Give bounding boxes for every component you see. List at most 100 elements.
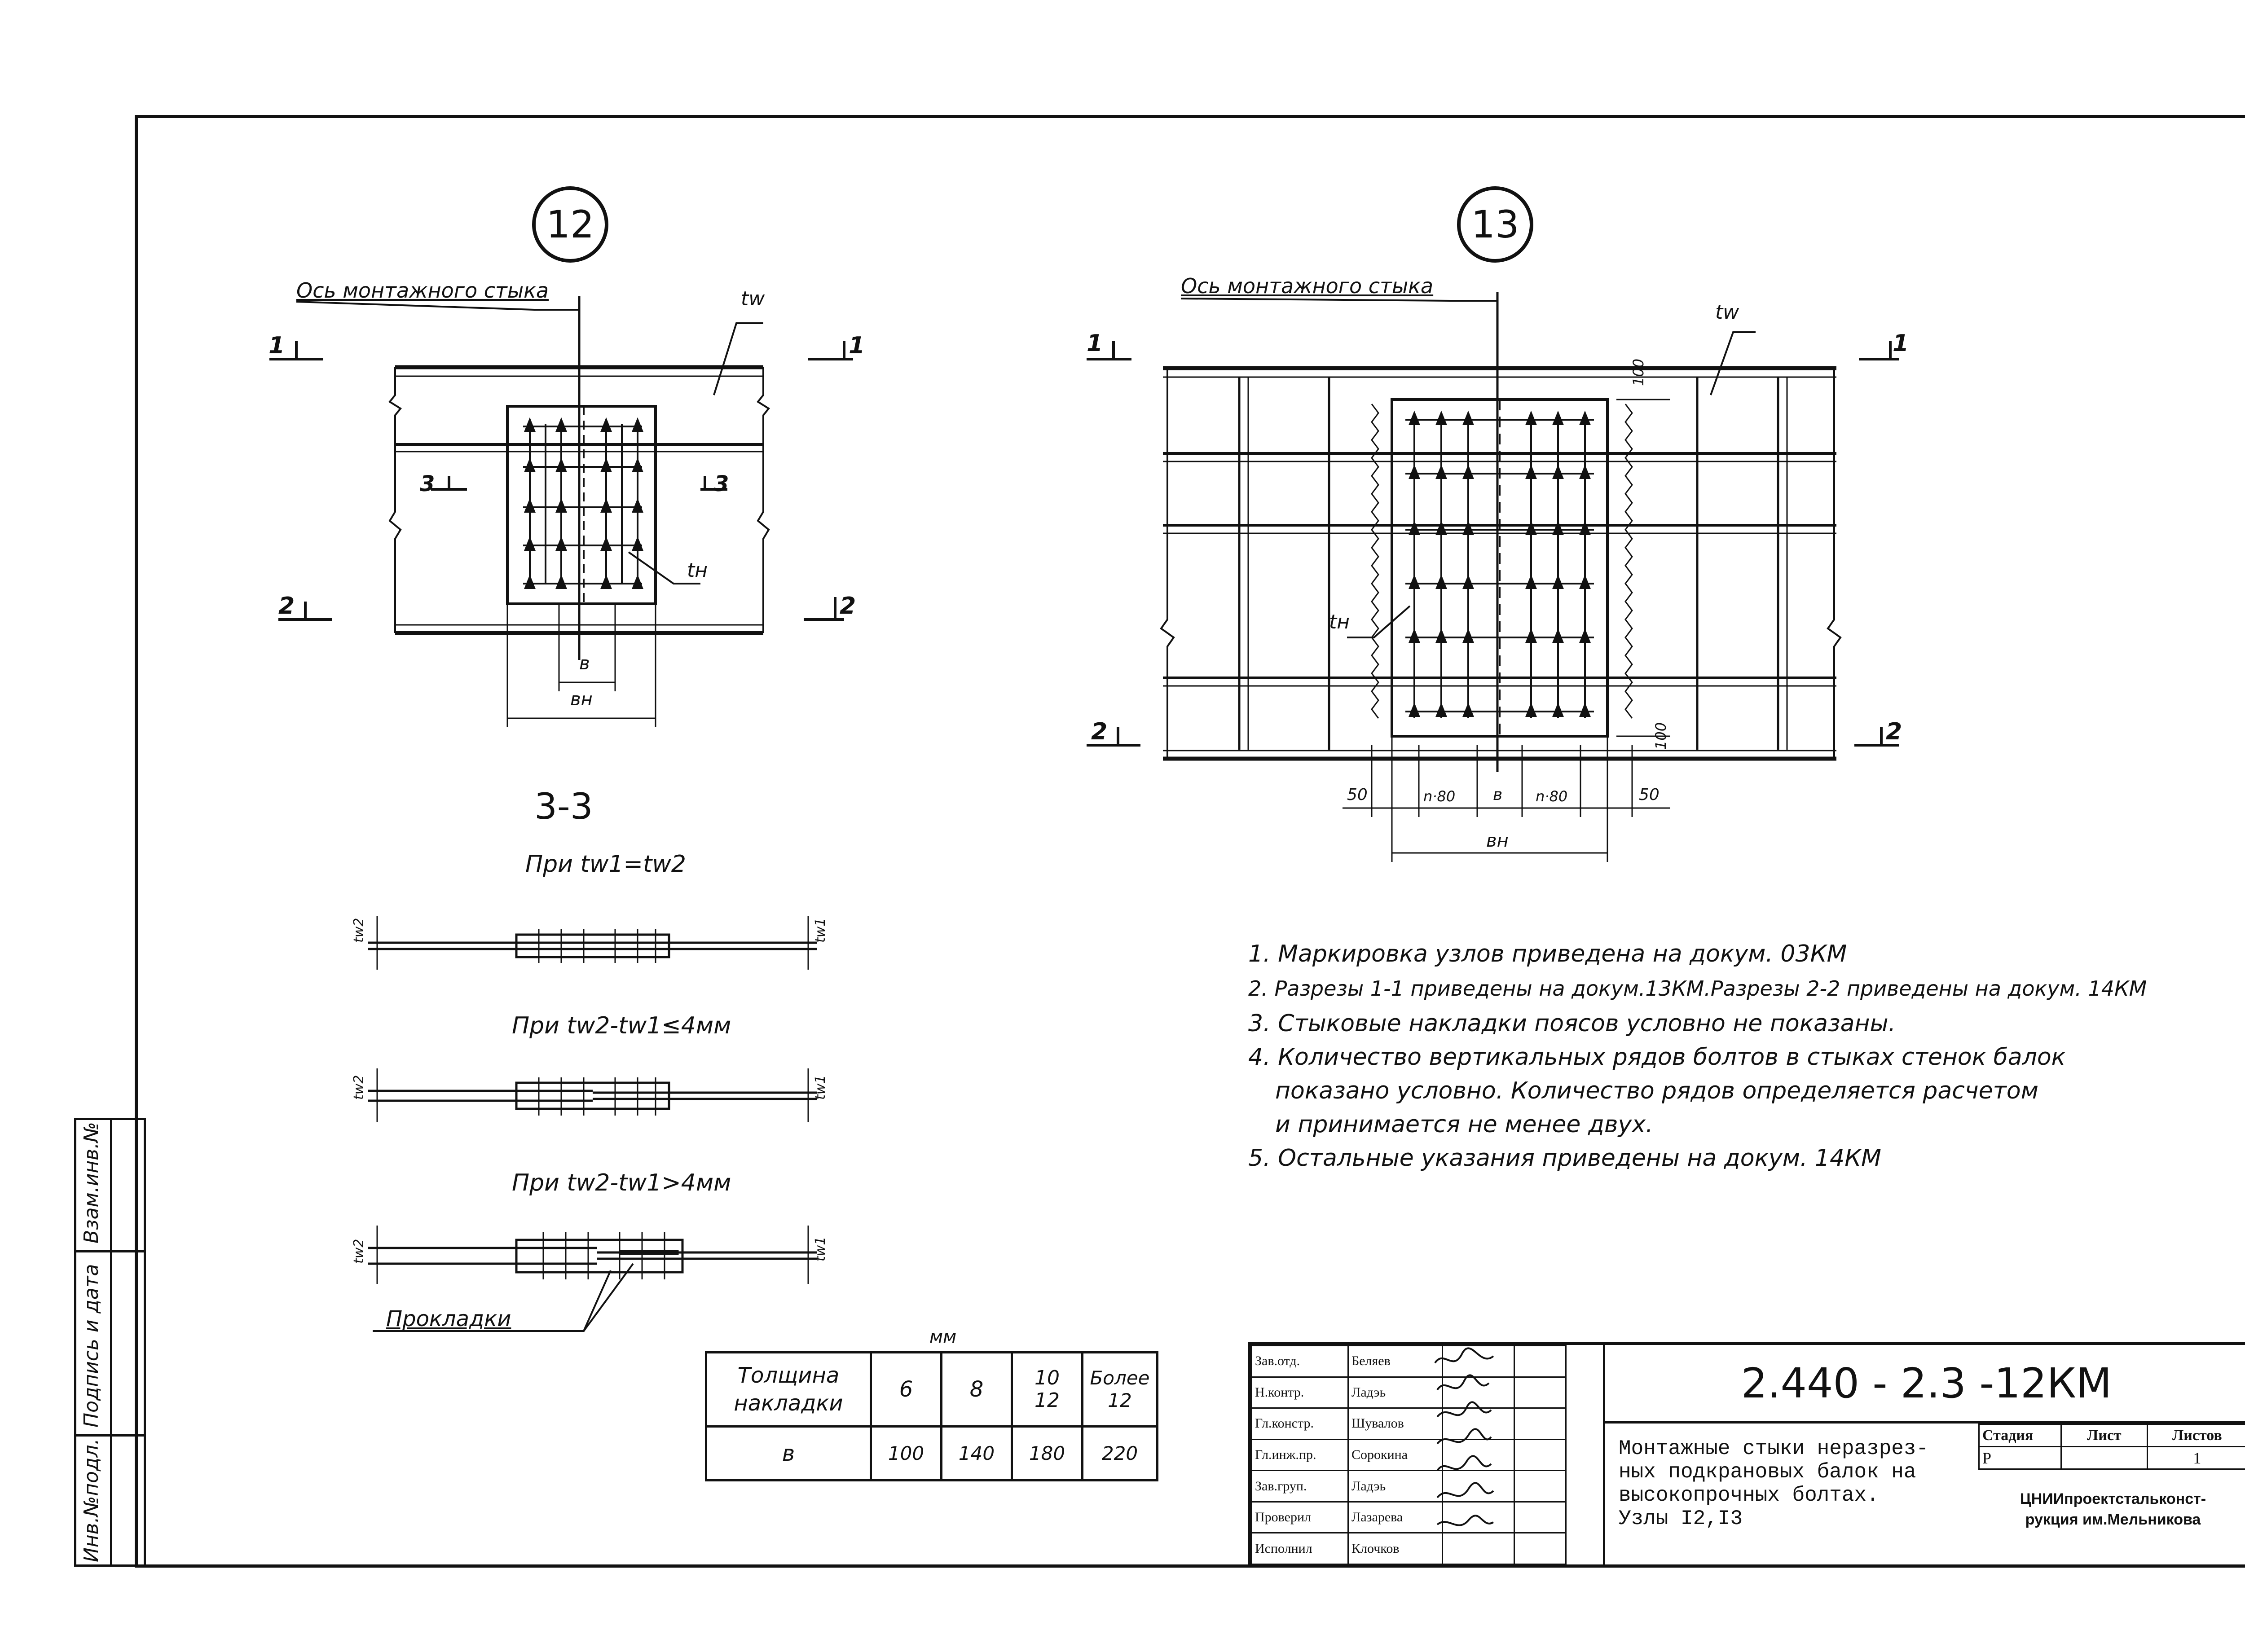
organization-line-2: рукция им.Мельникова xyxy=(2025,1511,2201,1528)
note-4-line-3: и принимается не менее двух. xyxy=(1275,1111,1653,1138)
signature-4 xyxy=(1442,1470,1515,1503)
document-code: 2.440 - 2.3 -12КМ xyxy=(1603,1345,2245,1424)
sheet-value xyxy=(2060,1446,2148,1470)
signature-6 xyxy=(1442,1532,1515,1565)
signature-3 xyxy=(1442,1438,1515,1472)
document-title-line-3: высокопрочных болтах. xyxy=(1619,1484,1879,1507)
role-0: Зав.отд. xyxy=(1251,1345,1349,1378)
name-6: Клочков xyxy=(1347,1532,1443,1565)
section-3-3-case-2-caption: При tw2-tw1≤4мм xyxy=(512,1012,731,1039)
signatures-drawing xyxy=(1434,1347,1494,1526)
section-3-3-case-3-caption: При tw2-tw1>4мм xyxy=(512,1169,731,1196)
case-1-right-label: tw1 xyxy=(813,918,828,943)
case-3-left-label: tw2 xyxy=(351,1239,367,1264)
node-13-dim-bn: вн xyxy=(1486,830,1509,851)
thickness-col-2: 8 xyxy=(940,1351,1013,1428)
node-12-axis-label: Ось монтажного стыка xyxy=(296,278,549,303)
side-stamp-inv-original: Инв.№подл. xyxy=(80,1438,103,1562)
sheet-info-table: Стадия Лист Листов Р 1 xyxy=(1978,1424,2245,1470)
role-4: Зав.груп. xyxy=(1251,1470,1349,1503)
note-4: 4. Количество вертикальных рядов болтов … xyxy=(1248,1044,2066,1071)
node-12-mark-2-left: 2 xyxy=(278,593,295,620)
node-12-mark-3-right: 3 xyxy=(714,471,729,496)
node-12-number: 12 xyxy=(546,202,594,246)
role-5: Проверил xyxy=(1251,1501,1349,1534)
case-3-right-label: tw1 xyxy=(813,1236,828,1261)
sheet-label: Лист xyxy=(2060,1424,2148,1447)
role-2: Гл.констр. xyxy=(1251,1407,1349,1440)
shims-label: Прокладки xyxy=(386,1306,511,1331)
node-13-dim-50-right: 50 xyxy=(1639,786,1660,804)
thickness-val-1: 100 xyxy=(870,1425,942,1481)
thickness-col-1: 6 xyxy=(870,1351,942,1428)
node-13-tn-label: tн xyxy=(1329,611,1350,633)
node-13-dim-n80-right: n·80 xyxy=(1536,788,1568,805)
node-13-mark-2-right: 2 xyxy=(1886,718,1902,745)
node-12-mark-3-left: 3 xyxy=(420,471,435,496)
node-12-marker: 12 xyxy=(532,186,608,263)
organization: ЦНИИпроектстальконст- рукция им.Мельнико… xyxy=(1981,1489,2245,1530)
side-stamp-signature-date: Подпись и дата xyxy=(80,1264,103,1428)
node-13-dim-n80-left: n·80 xyxy=(1423,788,1456,805)
stage-value: Р xyxy=(1978,1446,2062,1470)
name-4: Ладэь xyxy=(1347,1470,1443,1503)
side-stamp-replaced-inv: Взам.инв.№ xyxy=(80,1122,103,1243)
thickness-table-unit: мм xyxy=(929,1327,957,1347)
node-12-tn-label: tн xyxy=(687,559,708,582)
node-12-tw-label: tw xyxy=(741,287,765,310)
thickness-val-3: 180 xyxy=(1011,1425,1083,1481)
node-13-mark-2-left: 2 xyxy=(1091,718,1108,745)
node-12-mark-2-right: 2 xyxy=(840,593,856,620)
sheets-label: Листов xyxy=(2146,1424,2245,1447)
node-13-mark-1-right: 1 xyxy=(1893,330,1909,357)
section-3-3-title: 3-3 xyxy=(534,786,593,827)
name-2: Шувалов xyxy=(1347,1407,1443,1440)
name-3: Сорокина xyxy=(1347,1438,1443,1472)
node-12-mark-1-right: 1 xyxy=(849,332,865,359)
document-title-line-2: ных подкрановых балок на xyxy=(1619,1460,1916,1484)
role-1: Н.контр. xyxy=(1251,1376,1349,1409)
node-12-dim-bn: вн xyxy=(570,689,593,710)
node-13-axis-label: Ось монтажного стыка xyxy=(1181,274,1434,298)
note-1: 1. Маркировка узлов приведена на докум. … xyxy=(1248,940,1847,967)
node-13-mark-1-left: 1 xyxy=(1087,330,1103,357)
node-13-tw-label: tw xyxy=(1715,301,1739,324)
section-3-3-case-1-caption: При tw1=tw2 xyxy=(525,851,687,878)
name-0: Беляев xyxy=(1347,1345,1443,1378)
thickness-col-3: 10 12 xyxy=(1011,1351,1083,1428)
case-1-left-label: tw2 xyxy=(351,918,367,943)
thickness-table: Толщина накладки 6 8 10 12 Более 12 в 10… xyxy=(705,1351,1158,1481)
case-2-left-label: tw2 xyxy=(351,1075,367,1100)
node-13-dim-b: в xyxy=(1493,786,1503,804)
thickness-val-4: 220 xyxy=(1081,1425,1158,1481)
document-title-line-4: Узлы I2,I3 xyxy=(1619,1507,1743,1530)
node-13-marker: 13 xyxy=(1457,186,1533,263)
thickness-col-4: Более 12 xyxy=(1081,1351,1158,1428)
node-13-dim-50-left: 50 xyxy=(1347,786,1368,804)
document-title-line-1: Монтажные стыки неразрез- xyxy=(1619,1437,1929,1460)
note-2: 2. Разрезы 1-1 приведены на докум.13КМ.Р… xyxy=(1248,976,2147,1001)
role-3: Гл.инж.пр. xyxy=(1251,1438,1349,1472)
note-3: 3. Стыковые накладки поясов условно не п… xyxy=(1248,1010,1896,1037)
thickness-val-2: 140 xyxy=(940,1425,1013,1481)
stage-label: Стадия xyxy=(1978,1424,2062,1447)
thickness-header-label: Толщина накладки xyxy=(705,1351,872,1428)
sheets-value: 1 xyxy=(2146,1446,2245,1470)
signature-2 xyxy=(1442,1407,1515,1440)
note-4-line-2: показано условно. Количество рядов опред… xyxy=(1275,1077,2038,1104)
note-5: 5. Остальные указания приведены на докум… xyxy=(1248,1145,1881,1172)
title-block: Зав.отд.Беляев Н.контр.Ладэь Гл.констр.Ш… xyxy=(1248,1342,2245,1568)
role-6: Исполнил xyxy=(1251,1532,1349,1565)
node-13-number: 13 xyxy=(1471,202,1519,246)
case-2-right-label: tw1 xyxy=(813,1075,828,1100)
node-12-dim-b: в xyxy=(579,653,590,674)
side-stamp xyxy=(74,1118,146,1567)
document-title: Монтажные стыки неразрез- ных подкрановы… xyxy=(1603,1424,1978,1565)
node-12-mark-1-left: 1 xyxy=(269,332,285,359)
name-1: Ладэь xyxy=(1347,1376,1443,1409)
name-5: Лазарева xyxy=(1347,1501,1443,1534)
signature-table: Зав.отд.Беляев Н.контр.Ладэь Гл.констр.Ш… xyxy=(1251,1345,1567,1565)
